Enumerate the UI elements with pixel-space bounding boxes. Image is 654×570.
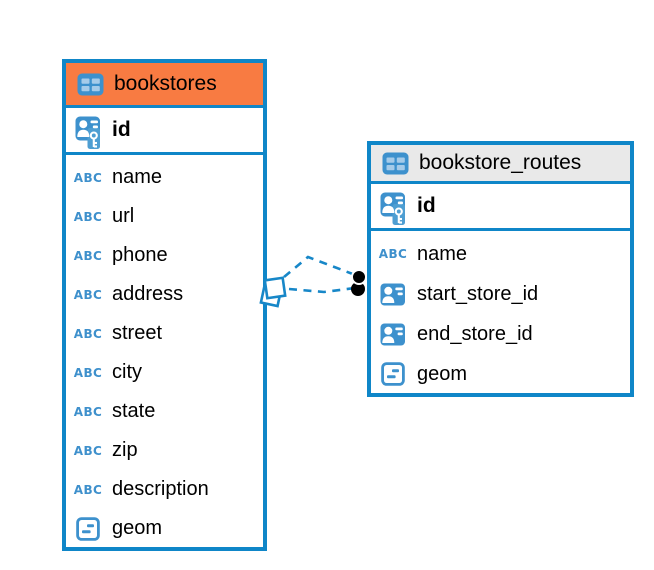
column-row[interactable]: end_store_id <box>371 314 630 354</box>
relationship-line[interactable] <box>283 255 359 278</box>
primary-key-icon <box>73 110 103 150</box>
column-row[interactable]: geom <box>371 354 630 394</box>
text-type-icon: ABC <box>73 326 103 341</box>
table-header-bookstore-routes[interactable]: bookstore_routes <box>371 145 630 184</box>
primary-key-icon <box>378 186 408 226</box>
column-row[interactable]: ABC url <box>66 197 263 236</box>
column-name-label: id <box>417 194 436 217</box>
column-name-label: geom <box>112 517 163 539</box>
text-type-icon: ABC <box>73 404 103 419</box>
column-name-label: url <box>112 205 135 227</box>
column-row[interactable]: ABC street <box>66 314 263 353</box>
column-row-pk[interactable]: id <box>371 184 630 231</box>
column-name-label: zip <box>112 439 138 461</box>
relationship-line[interactable] <box>288 286 356 294</box>
column-row[interactable]: ABC zip <box>66 431 263 470</box>
reference-type-icon <box>378 323 408 346</box>
column-row[interactable]: ABC description <box>66 470 263 509</box>
geometry-type-icon <box>73 516 103 541</box>
relationship-target-dot[interactable] <box>351 269 367 285</box>
column-name-label: name <box>417 242 468 265</box>
column-row[interactable]: ABC phone <box>66 236 263 275</box>
table-icon <box>380 152 410 175</box>
column-row[interactable]: start_store_id <box>371 274 630 314</box>
column-row[interactable]: ABC name <box>371 234 630 274</box>
column-name-label: end_store_id <box>417 322 533 345</box>
column-name-label: street <box>112 322 163 344</box>
column-name-label: name <box>112 166 163 188</box>
text-type-icon: ABC <box>378 247 408 261</box>
column-name-label: id <box>112 118 131 141</box>
entity-table-bookstores[interactable]: bookstores id A <box>62 59 267 551</box>
text-type-icon: ABC <box>73 287 103 302</box>
text-type-icon: ABC <box>73 170 103 185</box>
column-name-label: phone <box>112 244 168 266</box>
table-icon <box>75 73 105 96</box>
column-list: ABC name ABC url ABC phone ABC address A… <box>66 155 263 548</box>
table-title: bookstore_routes <box>419 151 582 174</box>
column-name-label: description <box>112 478 209 500</box>
reference-type-icon <box>378 283 408 306</box>
column-row[interactable]: ABC state <box>66 392 263 431</box>
relationship-target-dot[interactable] <box>351 282 365 296</box>
column-list: ABC name start_store_id <box>371 231 630 394</box>
column-name-label: state <box>112 400 156 422</box>
column-row[interactable]: ABC city <box>66 353 263 392</box>
text-type-icon: ABC <box>73 482 103 497</box>
geometry-type-icon <box>378 362 408 386</box>
column-row[interactable]: ABC name <box>66 158 263 197</box>
column-name-label: address <box>112 283 184 305</box>
table-title: bookstores <box>114 72 217 95</box>
text-type-icon: ABC <box>73 365 103 380</box>
entity-table-bookstore-routes[interactable]: bookstore_routes id <box>367 141 634 397</box>
text-type-icon: ABC <box>73 443 103 458</box>
column-row[interactable]: ABC address <box>66 275 263 314</box>
column-row-pk[interactable]: id <box>66 108 263 155</box>
text-type-icon: ABC <box>73 248 103 263</box>
column-name-label: geom <box>417 362 468 385</box>
table-header-bookstores[interactable]: bookstores <box>66 63 263 108</box>
column-name-label: city <box>112 361 142 383</box>
column-row[interactable]: geom <box>66 509 263 548</box>
text-type-icon: ABC <box>73 209 103 224</box>
column-name-label: start_store_id <box>417 282 539 305</box>
